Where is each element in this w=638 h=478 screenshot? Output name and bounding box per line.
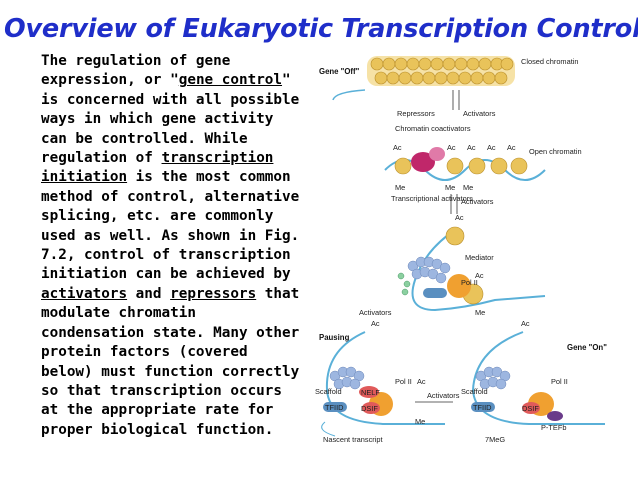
pausing-label: Pausing bbox=[319, 333, 350, 342]
p-tefb-icon bbox=[547, 411, 563, 421]
nascent-transcript-label: Nascent transcript bbox=[323, 435, 383, 444]
activators-label-right: Activators bbox=[427, 391, 460, 400]
body-text-2: " is concerned with all possible ways in… bbox=[41, 72, 300, 167]
ac-label-2: Ac bbox=[447, 143, 456, 152]
repressors-link[interactable]: repressors bbox=[170, 285, 257, 302]
closed-chromatin-fiber bbox=[332, 56, 515, 101]
ac-label-6: Ac bbox=[455, 213, 464, 222]
pol-ii-label-1: Pol II bbox=[461, 278, 478, 287]
body-text-6: that modulate chromatin condensation sta… bbox=[41, 285, 300, 438]
body-text-4: is the most common method of control, al… bbox=[41, 169, 300, 283]
dsif-label-1: DSIF bbox=[361, 404, 378, 413]
p-tefb-label: P-TEFb bbox=[541, 423, 566, 432]
activators-label-low: Activators bbox=[359, 308, 392, 317]
paused-complex bbox=[321, 331, 445, 437]
open-chromatin-label: Open chromatin bbox=[529, 147, 582, 156]
ac-label-9: Ac bbox=[521, 319, 530, 328]
gene-control-link[interactable]: gene control bbox=[178, 72, 283, 89]
activators-link[interactable]: activators bbox=[41, 285, 128, 302]
chromatin-coactivators-label: Chromatin coactivators bbox=[395, 124, 471, 133]
dsif-icon bbox=[362, 402, 380, 414]
body-paragraph: The regulation of gene expression, or "g… bbox=[41, 52, 303, 440]
ac-label-5: Ac bbox=[507, 143, 516, 152]
transcription-link[interactable]: transcription bbox=[161, 150, 274, 167]
tfiid-label-1: TFIID bbox=[325, 403, 343, 412]
dsif-label-2: DSIF bbox=[522, 404, 539, 413]
pol-ii-label-3: Pol II bbox=[551, 377, 568, 386]
closed-chromatin-label: Closed chromatin bbox=[521, 57, 579, 66]
me-label-2: Me bbox=[445, 183, 455, 192]
scaffold-label-1: Scaffold bbox=[315, 387, 342, 396]
cap-label: 7MeG bbox=[485, 435, 505, 444]
ac-label-1: Ac bbox=[393, 143, 402, 152]
ac-label-8: Ac bbox=[371, 319, 380, 328]
ac-label-3: Ac bbox=[467, 143, 476, 152]
body-text-1: The regulation of gene expression, or " bbox=[41, 53, 231, 89]
open-chromatin-strand bbox=[384, 147, 546, 181]
tfiid-label-2: TFIID bbox=[473, 403, 491, 412]
activators-label-mid: Activators bbox=[461, 197, 494, 206]
repressor-complex-icon bbox=[411, 152, 435, 172]
nelf-icon bbox=[359, 386, 379, 398]
repressors-label: Repressors bbox=[397, 109, 435, 118]
me-label-3: Me bbox=[463, 183, 473, 192]
preinitiation-complex bbox=[397, 226, 546, 312]
pol-ii-label-2: Pol II bbox=[395, 377, 412, 386]
transcriptional-activators-label: Transcriptional activators bbox=[391, 194, 473, 203]
me-label-5: Me bbox=[415, 417, 425, 426]
body-text-5: and bbox=[127, 285, 171, 302]
page-title: Overview of Eukaryotic Transcription Con… bbox=[4, 14, 638, 44]
ac-label-10: Ac bbox=[417, 377, 426, 386]
me-label-1: Me bbox=[395, 183, 405, 192]
pol-ii-icon bbox=[447, 274, 471, 298]
ac-label-4: Ac bbox=[487, 143, 496, 152]
gene-on-label: Gene "On" bbox=[567, 343, 607, 352]
initiation-link[interactable]: initiation bbox=[41, 169, 128, 186]
scaffold-label-2: Scaffold bbox=[461, 387, 488, 396]
gene-off-label: Gene "Off" bbox=[319, 67, 360, 76]
transcription-control-figure: Gene "Off" Closed chromatin Repressors A… bbox=[315, 56, 607, 444]
mediator-label: Mediator bbox=[465, 253, 494, 262]
active-elongation-complex bbox=[471, 331, 605, 425]
ac-label-7: Ac bbox=[475, 271, 484, 280]
nelf-label: NELF bbox=[361, 388, 380, 397]
activators-label-top: Activators bbox=[463, 109, 496, 118]
me-label-4: Me bbox=[475, 308, 485, 317]
tfiid-icon bbox=[423, 288, 447, 298]
